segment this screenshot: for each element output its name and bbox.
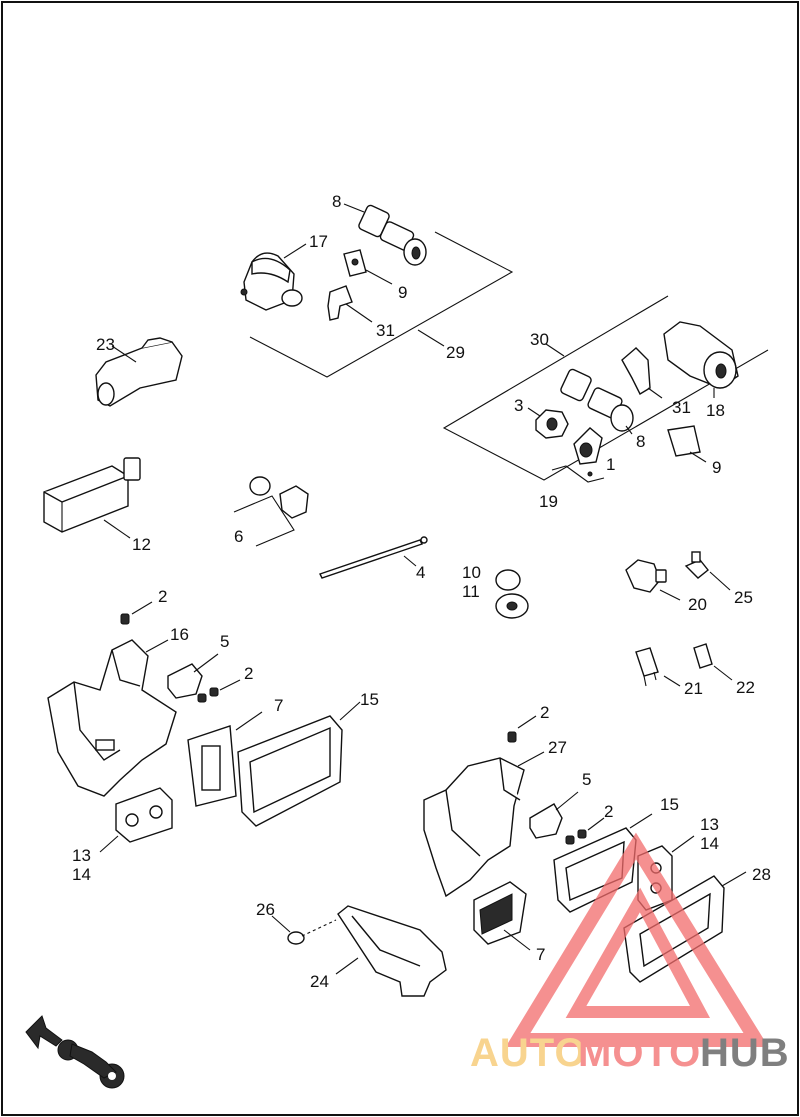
- callout-9: 9: [398, 283, 407, 302]
- part-3-nut: [527, 407, 569, 439]
- callout-31: 31: [672, 398, 691, 417]
- callout-24: 24: [310, 972, 329, 991]
- part-23-connector: [95, 337, 183, 407]
- part-9a-key-tag: [343, 249, 393, 285]
- callout-15: 15: [360, 690, 379, 709]
- part-5b-switch: [529, 791, 579, 839]
- callout-16: 16: [170, 625, 189, 644]
- kit-29-bracket: [249, 231, 514, 378]
- callout-2: 2: [604, 802, 613, 821]
- callout-22: 22: [736, 678, 755, 697]
- callout-20: 20: [688, 595, 707, 614]
- callout-11: 11: [462, 582, 480, 601]
- callout-10: 10: [462, 563, 481, 582]
- watermark-text-hub: HUB: [700, 1031, 790, 1075]
- callout-15: 15: [660, 795, 679, 814]
- part-9b-key-tag: [667, 425, 707, 463]
- watermark-text-auto: AUTO: [470, 1031, 587, 1075]
- callout-23: 23: [96, 335, 115, 354]
- part-5a-switch: [167, 653, 219, 699]
- watermark-triangle: [505, 832, 769, 1047]
- part-6-switch: [233, 476, 309, 547]
- part-8a-lock-cylinder: [343, 203, 427, 266]
- callout-5: 5: [220, 632, 229, 651]
- callout-2: 2: [158, 587, 167, 606]
- part-2d-screws: [565, 817, 605, 845]
- part-4-cable-tie: [319, 536, 428, 579]
- part-25-clip: [684, 551, 731, 591]
- part-31a-key: [327, 285, 373, 323]
- part-24-bracket: [335, 905, 447, 997]
- watermark-text-moto: MOTO: [578, 1031, 701, 1075]
- callout-8: 8: [332, 192, 341, 211]
- part-18-switch-body: [663, 321, 739, 398]
- part-31b-key: [621, 347, 663, 399]
- part-19-housing: [551, 427, 605, 483]
- part-27-bracket: [423, 751, 545, 898]
- part-2c-screw: [507, 715, 537, 743]
- part-2b-screws: [197, 679, 241, 703]
- part-16-bracket: [47, 639, 177, 797]
- callout-12: 12: [132, 535, 151, 554]
- part-22-fuse: [693, 643, 733, 681]
- part-15a-panel: [237, 701, 361, 827]
- callout-18: 18: [706, 401, 725, 420]
- callout-labels: 8 17 9 31 29 23 30 31 18 3 8 1 9 19 12 6…: [72, 192, 771, 991]
- callout-27: 27: [548, 738, 567, 757]
- part-13a-14a-block: [99, 787, 173, 853]
- callout-28: 28: [752, 865, 771, 884]
- part-8b-lock-cylinder: [560, 368, 634, 435]
- callout-14: 14: [700, 834, 719, 853]
- callout-9: 9: [712, 458, 721, 477]
- part-26-bolt: [271, 915, 337, 945]
- callout-21: 21: [684, 679, 703, 698]
- callout-31: 31: [376, 321, 395, 340]
- callout-13: 13: [700, 815, 719, 834]
- callout-25: 25: [734, 588, 753, 607]
- callout-6: 6: [234, 527, 243, 546]
- watermark-inner-triangle: [565, 887, 711, 1018]
- motorcycle-icon: [57, 1039, 125, 1089]
- callout-4: 4: [416, 563, 425, 582]
- callout-1: 1: [606, 455, 615, 474]
- front-direction-arrow-icon: [25, 1015, 63, 1050]
- kit-30-bracket: [442, 295, 769, 481]
- part-15b-panel: [553, 813, 653, 913]
- part-20-pressure-switch: [625, 559, 681, 601]
- callout-2: 2: [244, 664, 253, 683]
- watermark-logo: AUTO MOTO HUB: [470, 832, 790, 1075]
- part-7a-cover: [187, 711, 263, 807]
- part-17-ignition-switch: [240, 243, 307, 311]
- part-21-fuse: [635, 647, 681, 687]
- callout-17: 17: [309, 232, 328, 251]
- callout-7: 7: [274, 696, 283, 715]
- callout-2: 2: [540, 703, 549, 722]
- callout-5: 5: [582, 770, 591, 789]
- callout-14: 14: [72, 865, 91, 884]
- callout-13: 13: [72, 846, 91, 865]
- part-7b-cover: [473, 881, 531, 951]
- callout-3: 3: [514, 396, 523, 415]
- callout-19: 19: [539, 492, 558, 511]
- part-2a-screw: [120, 601, 153, 625]
- part-28-frame: [623, 871, 747, 983]
- part-10-11-grommet: [495, 569, 529, 619]
- callout-29: 29: [446, 343, 465, 362]
- part-12-module: [43, 457, 141, 539]
- callout-30: 30: [530, 330, 549, 349]
- callout-26: 26: [256, 900, 275, 919]
- callout-7: 7: [536, 945, 545, 964]
- callout-8: 8: [636, 432, 645, 451]
